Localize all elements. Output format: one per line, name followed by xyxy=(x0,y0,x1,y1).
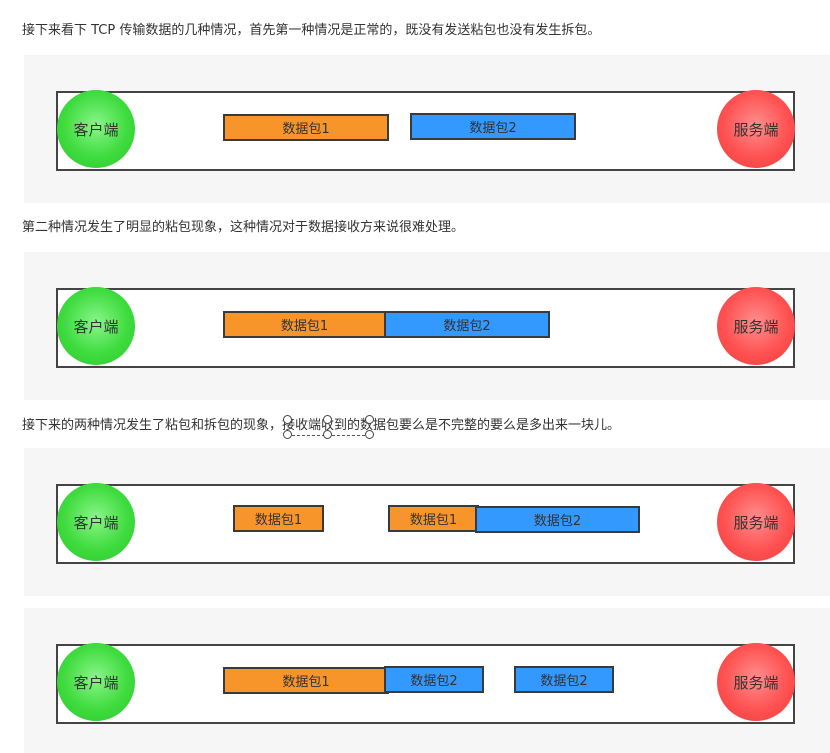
packet: 数据包1 xyxy=(223,667,389,694)
packet: 数据包2 xyxy=(410,113,576,140)
paragraph-sticky: 第二种情况发生了明显的粘包现象，这种情况对于数据接收方来说很难处理。 xyxy=(22,220,465,235)
paragraph-split: 接下来的两种情况发生了粘包和拆包的现象，接收端收到的数据包要么是不完整的要么是多… xyxy=(22,418,621,433)
server-node: 服务端 xyxy=(717,643,795,721)
text-selection[interactable] xyxy=(283,415,374,439)
packet: 数据包1 xyxy=(223,114,389,141)
packet: 数据包2 xyxy=(384,666,484,693)
selection-handle[interactable] xyxy=(365,430,374,439)
diagram-normal: 客户端 数据包1 数据包2 服务端 xyxy=(24,55,830,203)
server-node: 服务端 xyxy=(717,90,795,168)
selection-handle[interactable] xyxy=(365,415,374,424)
packet: 数据包1 xyxy=(388,505,479,532)
server-node: 服务端 xyxy=(717,483,795,561)
selection-handle[interactable] xyxy=(283,430,292,439)
server-node: 服务端 xyxy=(717,287,795,365)
diagram-sticky-packets: 客户端 数据包1 数据包2 服务端 xyxy=(24,252,830,400)
client-node: 客户端 xyxy=(57,483,135,561)
selection-handle[interactable] xyxy=(283,415,292,424)
packet: 数据包2 xyxy=(475,506,640,533)
diagram-split-packets-a: 客户端 数据包1 数据包1 数据包2 服务端 xyxy=(24,448,830,596)
packet: 数据包2 xyxy=(514,666,614,693)
client-node: 客户端 xyxy=(57,643,135,721)
packet: 数据包1 xyxy=(223,311,386,338)
packet: 数据包1 xyxy=(233,505,324,532)
client-node: 客户端 xyxy=(57,90,135,168)
packet: 数据包2 xyxy=(384,311,550,338)
selection-handle[interactable] xyxy=(323,430,332,439)
paragraph-intro: 接下来看下 TCP 传输数据的几种情况，首先第一种情况是正常的，既没有发送粘包也… xyxy=(22,23,601,38)
client-node: 客户端 xyxy=(57,287,135,365)
selection-handle[interactable] xyxy=(323,415,332,424)
diagram-split-packets-b: 客户端 数据包1 数据包2 数据包2 服务端 xyxy=(24,608,830,753)
